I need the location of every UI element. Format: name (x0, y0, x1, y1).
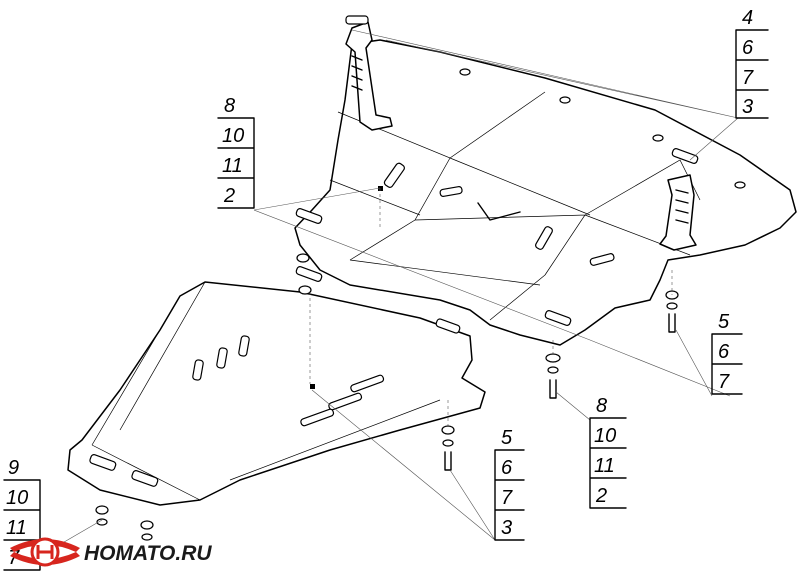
callout-number: 6 (718, 341, 730, 363)
callout-number: 5 (501, 427, 513, 449)
callout-bottom-left: 9 10 11 7 (3, 457, 41, 571)
callout-center-bottom: 8 10 11 2 (589, 395, 627, 509)
callout-number: 6 (501, 457, 513, 479)
callout-number: 6 (742, 37, 754, 59)
callout-number: 7 (501, 487, 513, 509)
callout-mid-left: 8 10 11 2 (217, 95, 255, 209)
callout-number: 11 (594, 455, 615, 477)
logo-text: HOMATO.RU (84, 542, 212, 565)
right-mounting-bracket (659, 174, 697, 251)
callout-number: 9 (8, 457, 19, 479)
callout-number: 2 (223, 185, 235, 207)
leader-lines (39, 29, 739, 557)
homato-logo: HOMATO.RU (10, 537, 212, 567)
fastener-set (95, 188, 679, 541)
callout-right-bolt: 5 6 7 (711, 311, 743, 395)
front-skid-plate (67, 266, 486, 506)
callout-bottom-mid: 5 6 7 3 (494, 427, 525, 541)
callout-number: 11 (222, 155, 243, 177)
callout-number: 8 (224, 95, 235, 117)
callout-number: 3 (501, 517, 512, 539)
callout-number: 7 (718, 371, 730, 393)
callout-number: 7 (8, 547, 20, 569)
left-mounting-bracket (345, 15, 393, 131)
callout-number: 8 (596, 395, 607, 417)
rear-skid-plate (294, 39, 797, 346)
callout-number: 2 (595, 485, 607, 507)
callout-top-right: 4 6 7 3 (735, 7, 769, 119)
callout-number: 7 (742, 67, 754, 89)
callout-number: 10 (222, 125, 244, 147)
callout-number: 3 (742, 96, 753, 118)
callout-number: 10 (594, 425, 616, 447)
callout-number: 4 (742, 7, 753, 29)
callout-number: 11 (6, 517, 27, 539)
callout-number: 10 (6, 487, 28, 509)
callout-number: 5 (718, 311, 730, 333)
